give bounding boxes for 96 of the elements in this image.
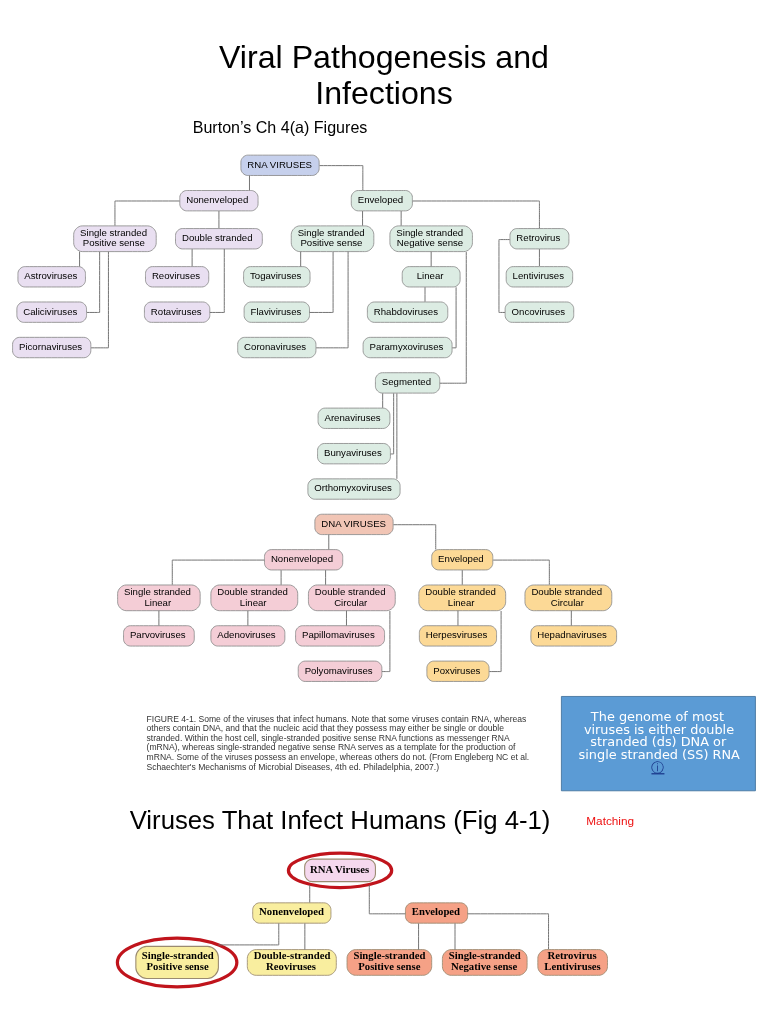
connector — [86, 250, 101, 313]
node-box: Enveloped — [350, 189, 413, 211]
node-ellipse: RNA Viruses — [286, 851, 394, 889]
node-box: Herpesviruses — [418, 624, 497, 646]
connector — [439, 251, 467, 384]
connector — [218, 922, 280, 945]
node-box: Single stranded Linear — [117, 584, 201, 611]
label: Burton’s Ch 4(a) Figures — [192, 117, 368, 136]
node-box: Double stranded Circular — [524, 584, 613, 611]
connector — [325, 569, 327, 585]
connector — [424, 286, 426, 302]
connector — [538, 248, 540, 267]
node-ellipse: Single-stranded Positive sense — [115, 935, 239, 988]
connector — [418, 922, 420, 950]
connector — [570, 609, 572, 626]
connector — [492, 559, 550, 585]
connector — [362, 210, 364, 226]
node-box: Caliciviruses — [16, 301, 87, 323]
node-box: Polyomaviruses — [297, 660, 383, 682]
node-box: Enveloped — [431, 548, 494, 570]
connector — [396, 392, 398, 479]
connector — [461, 569, 463, 585]
node-box: Hepadnaviruses — [530, 624, 618, 646]
node-box: Bunyaviruses — [317, 442, 391, 464]
node-box: Papillomaviruses — [295, 624, 385, 646]
node-box: Double stranded Linear — [418, 584, 507, 611]
node-box: Orthomyxoviruses — [307, 477, 401, 500]
connector — [390, 392, 395, 454]
connector — [191, 248, 193, 267]
connector — [412, 200, 540, 229]
node-box: Poxviruses — [426, 660, 490, 682]
node-box: Adenoviruses — [210, 624, 286, 646]
node-box: Single-stranded Negative sense — [442, 948, 528, 976]
node-box: DNA VIRUSES — [314, 513, 394, 535]
node-box: Nonenveloped — [252, 901, 332, 924]
label: Matching — [586, 813, 635, 827]
connector — [319, 164, 364, 191]
node-box: Linear — [401, 265, 461, 287]
connector — [430, 250, 432, 267]
connector — [368, 884, 406, 914]
node-box: Single-stranded Positive sense — [346, 948, 433, 976]
node-box: Segmented — [375, 371, 441, 394]
connector — [382, 392, 384, 408]
node-box: Parvoviruses — [123, 624, 195, 646]
connector — [381, 610, 391, 672]
node-box: Paramyxoviruses — [362, 336, 453, 358]
node-box: Single stranded Positive sense — [73, 224, 157, 252]
node-box: Coronaviruses — [237, 336, 317, 358]
connector — [454, 922, 456, 950]
connector — [218, 210, 220, 229]
node-box: Oncoviruses — [504, 301, 575, 323]
node-box: Nonenveloped — [179, 189, 259, 211]
connector — [247, 609, 249, 626]
connector — [315, 250, 349, 348]
node-box: Retrovirus — [509, 227, 570, 249]
node-box: Single stranded Positive sense — [290, 224, 375, 252]
node-box: Enveloped — [405, 901, 469, 924]
node-box: Togaviruses — [243, 265, 311, 287]
node-box: RNA VIRUSES — [240, 154, 320, 176]
connector — [79, 250, 81, 267]
connector — [309, 883, 311, 903]
node-box: Arenaviruses — [317, 407, 391, 429]
connector — [451, 286, 457, 348]
label: Viruses That Infect Humans (Fig 4-1) — [129, 805, 551, 834]
node-box: Nonenveloped — [264, 548, 344, 570]
connector — [467, 912, 549, 950]
connector — [280, 569, 282, 585]
connector — [346, 609, 347, 626]
node-box: Double stranded Linear — [210, 584, 299, 611]
connector — [300, 250, 302, 267]
node-box: Single stranded Negative sense — [389, 224, 473, 252]
connector — [249, 174, 250, 191]
node-box: Double stranded — [175, 227, 263, 249]
node-box: Rotaviruses — [144, 301, 211, 323]
connector — [90, 250, 109, 348]
connector — [328, 533, 330, 550]
node-box: Retrovirus Lentiviruses — [537, 948, 608, 976]
node-box: Reoviruses — [145, 265, 210, 287]
caption: FIGURE 4-1. Some of the viruses that infect humans. Note that some viruses contain RNA, whereas others contain DNA, and that the nucleic acid that they possess may either be single or double stranded. Within the host cell, single-stranded positive sense RNA functions as messenger RNA (mRNA), whereas single-stranded negative sense RNA serves as a template for the production of mRNA. Some of the viruses possess an envelope, whereas others do not. (From Engleberg NC et al. Schaechter's Mechanisms of Microbial Diseases, 4th ed. Philadelphia, 2007.) — [146, 713, 530, 772]
connector — [114, 200, 181, 226]
diagram-title: Viral Pathogenesis and Infections — [219, 38, 549, 111]
node-box: Picornaviruses — [12, 336, 92, 358]
connector — [400, 210, 402, 226]
connector — [171, 559, 265, 585]
connector — [304, 922, 306, 950]
node-box: Double-stranded Reoviruses — [246, 948, 337, 976]
connector — [392, 523, 437, 550]
connector — [457, 609, 459, 626]
connector — [309, 250, 334, 313]
connector — [158, 609, 160, 626]
node-box: Double stranded Circular — [308, 584, 396, 611]
node-box: The genome of most viruses is either double stranded (ds) DNA or single stranded (SS) RNA ⓘ — [560, 695, 756, 791]
node-box: Lentiviruses — [505, 265, 574, 287]
node-box: Rhabdoviruses — [366, 301, 449, 323]
node-box: Flaviviruses — [243, 301, 310, 323]
node-box: Astroviruses — [17, 265, 86, 287]
